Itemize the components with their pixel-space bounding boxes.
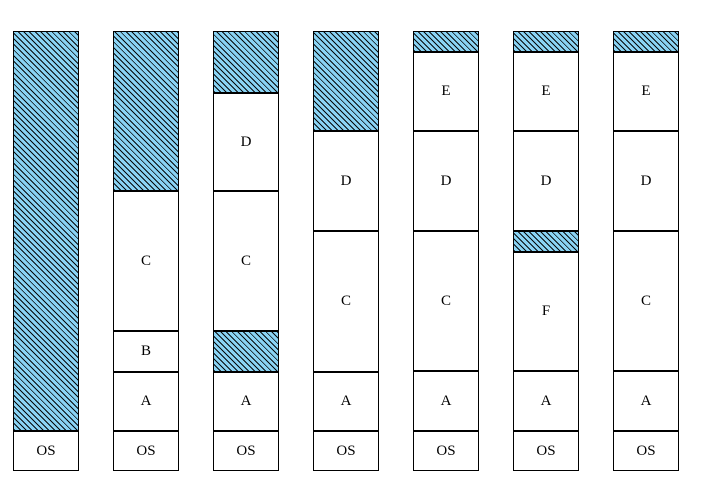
block-label: OS (436, 442, 456, 459)
block-label: A (240, 393, 252, 409)
allocated-block-b: B (113, 331, 179, 372)
memory-column-7: E D C A OS (613, 31, 679, 471)
allocated-block-os: OS (113, 431, 179, 471)
block-label: D (640, 172, 652, 189)
allocated-block-os: OS (413, 431, 479, 471)
allocated-block-os: OS (513, 431, 579, 471)
block-label: D (340, 172, 352, 189)
block-label: A (640, 392, 652, 409)
free-block (613, 31, 679, 52)
allocated-block-c: C (113, 191, 179, 331)
block-label: D (540, 172, 552, 189)
free-block (513, 231, 579, 252)
block-label: OS (536, 442, 556, 459)
allocated-block-a: A (213, 372, 279, 431)
block-label: C (240, 252, 251, 269)
allocated-block-f: F (513, 252, 579, 371)
block-label: D (440, 172, 452, 189)
memory-column-1: OS (13, 31, 79, 471)
allocated-block-c: C (613, 231, 679, 371)
block-label: C (440, 292, 451, 309)
free-block (513, 31, 579, 52)
allocated-block-a: A (113, 372, 179, 431)
free-block (313, 31, 379, 131)
block-label: A (340, 393, 352, 409)
allocated-block-d: D (213, 93, 279, 191)
allocated-block-a: A (613, 371, 679, 431)
block-label: C (140, 252, 151, 269)
free-block (213, 331, 279, 372)
block-label: OS (136, 442, 156, 459)
allocated-block-d: D (513, 131, 579, 231)
allocated-block-e: E (413, 52, 479, 131)
allocated-block-os: OS (313, 431, 379, 471)
block-label: E (541, 83, 551, 99)
block-label: OS (36, 442, 56, 459)
allocated-block-c: C (313, 231, 379, 372)
block-label: E (441, 83, 451, 99)
memory-column-6: E D F A OS (513, 31, 579, 471)
free-block (113, 31, 179, 191)
block-label: A (140, 393, 152, 409)
allocated-block-a: A (513, 371, 579, 431)
allocated-block-a: A (313, 372, 379, 431)
allocated-block-d: D (613, 131, 679, 231)
memory-column-4: D C A OS (313, 31, 379, 471)
memory-column-5: E D C A OS (413, 31, 479, 471)
block-label: OS (336, 442, 356, 459)
memory-column-2: C B A OS (113, 31, 179, 471)
block-label: E (641, 83, 651, 99)
allocated-block-e: E (513, 52, 579, 131)
allocated-block-os: OS (213, 431, 279, 471)
block-label: OS (636, 442, 656, 459)
allocated-block-os: OS (613, 431, 679, 471)
allocated-block-a: A (413, 371, 479, 431)
allocated-block-c: C (213, 191, 279, 331)
allocated-block-os: OS (13, 431, 79, 471)
free-block (213, 31, 279, 93)
block-label: A (440, 392, 452, 409)
allocated-block-e: E (613, 52, 679, 131)
allocated-block-d: D (313, 131, 379, 231)
allocated-block-c: C (413, 231, 479, 371)
block-label: C (340, 293, 351, 309)
block-label: B (140, 343, 151, 359)
block-label: C (640, 292, 651, 309)
block-label: A (540, 392, 552, 409)
block-label: D (240, 133, 252, 150)
memory-column-3: D C A OS (213, 31, 279, 471)
free-block (13, 31, 79, 431)
allocated-block-d: D (413, 131, 479, 231)
block-label: OS (236, 442, 256, 459)
block-label: F (541, 303, 551, 319)
free-block (413, 31, 479, 52)
